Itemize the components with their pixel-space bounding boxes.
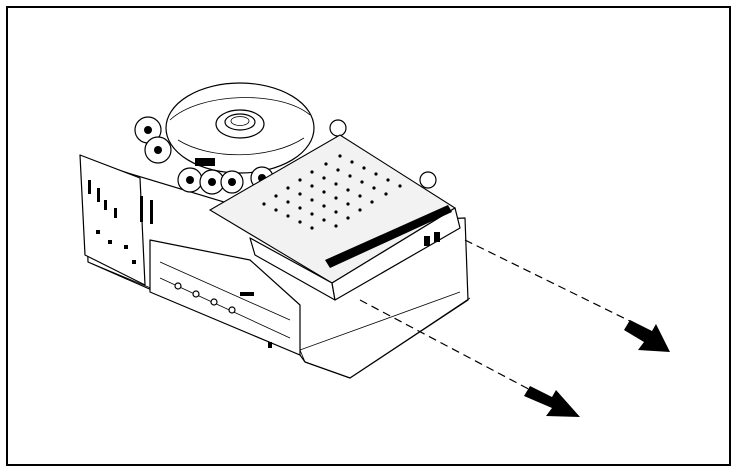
arrow-icon xyxy=(524,386,580,417)
front-bezel xyxy=(149,239,301,356)
arrow-icon xyxy=(624,320,670,352)
removal-path-upper xyxy=(464,239,641,327)
tape-cartridge xyxy=(208,134,461,301)
roller-assembly xyxy=(134,116,437,195)
removal-path-lower xyxy=(359,299,539,395)
tape-reel xyxy=(165,82,315,174)
left-side-panel xyxy=(79,154,153,286)
